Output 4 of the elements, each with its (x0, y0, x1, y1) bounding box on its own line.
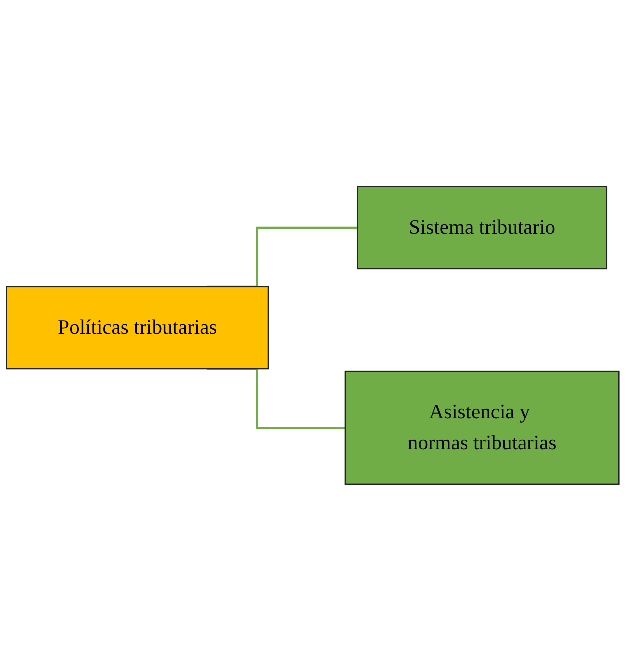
node-box: Políticas tributarias (6, 286, 270, 370)
connector (207, 368, 346, 429)
node-box: Sistema tributario (357, 186, 608, 270)
node-box: Asistencia y normas tributarias (344, 370, 620, 485)
